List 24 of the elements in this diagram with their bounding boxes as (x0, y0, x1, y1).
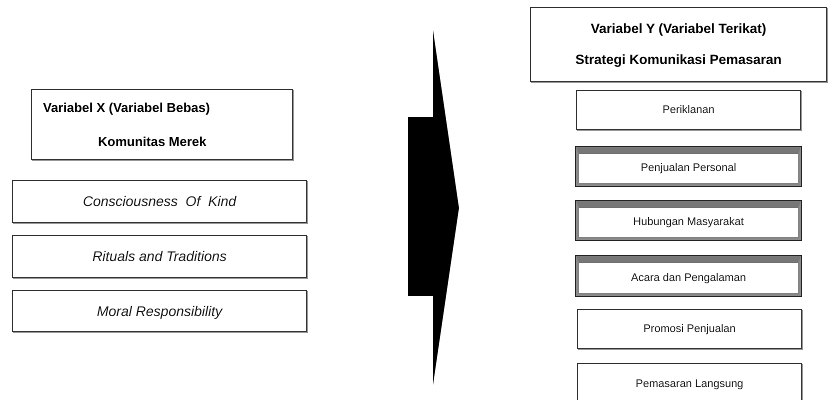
item-text: Periklanan (662, 102, 714, 118)
item-text: Acara dan Pengalaman (631, 270, 746, 286)
item-text: Penjualan Personal (640, 161, 736, 176)
heading-text: Strategi Komunikasi Pemasaran (575, 50, 782, 69)
text-box (576, 201, 801, 240)
text-box (576, 147, 801, 186)
text-box (12, 290, 307, 332)
text-box (12, 235, 307, 278)
heading-text: Variabel Y (Variabel Terikat) (590, 20, 766, 38)
text-box (577, 363, 802, 400)
item-text: Consciousness Of Kind (82, 192, 236, 211)
text-box (31, 89, 293, 160)
item-text: Rituals and Traditions (92, 247, 227, 266)
text-box (576, 90, 801, 130)
item-text: Pemasaran Langsung (636, 376, 744, 392)
text-box (530, 7, 827, 82)
item-text: Promosi Penjualan (643, 322, 736, 337)
text-box (577, 309, 802, 349)
heading-text: Komunitas Merek (98, 132, 208, 150)
text-box (576, 256, 801, 296)
heading-text: Variabel X (Variabel Bebas) (43, 99, 211, 117)
text-box (12, 180, 307, 223)
item-text: Hubungan Masyarakat (633, 215, 744, 230)
item-text: Moral Responsibility (96, 302, 222, 321)
